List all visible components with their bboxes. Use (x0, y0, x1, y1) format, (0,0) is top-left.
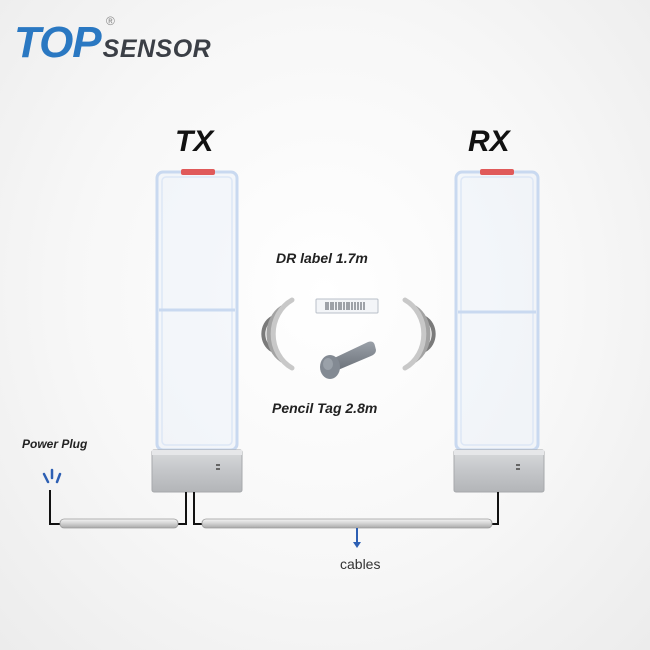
power-cable (59, 518, 179, 529)
cables-caption: cables (340, 556, 381, 572)
tx-antenna (151, 169, 243, 493)
rx-label: RX (468, 125, 510, 158)
tx-label: TX (175, 125, 214, 158)
brand-logo: TOPSENSOR ® (14, 14, 212, 68)
cables-arrow-icon (353, 528, 361, 548)
wiring (49, 490, 499, 525)
dr-label-icon (315, 298, 379, 314)
dr-label-caption: DR label 1.7m (276, 250, 368, 266)
registered-mark: ® (106, 14, 115, 28)
rx-indicator-light (480, 169, 514, 175)
rx-signal-waves-icon (402, 297, 436, 371)
logo-top-text: TOP (14, 18, 102, 67)
pencil-tag-icon (320, 341, 376, 379)
logo-sensor-text: SENSOR (102, 35, 212, 63)
power-plug-icon (42, 468, 62, 484)
signal-cable (201, 518, 493, 529)
power-plug-caption: Power Plug (22, 437, 88, 451)
rx-antenna (453, 169, 545, 493)
tx-signal-waves-icon (261, 297, 295, 371)
tx-indicator-light (181, 169, 215, 175)
pencil-tag-caption: Pencil Tag 2.8m (272, 400, 378, 416)
